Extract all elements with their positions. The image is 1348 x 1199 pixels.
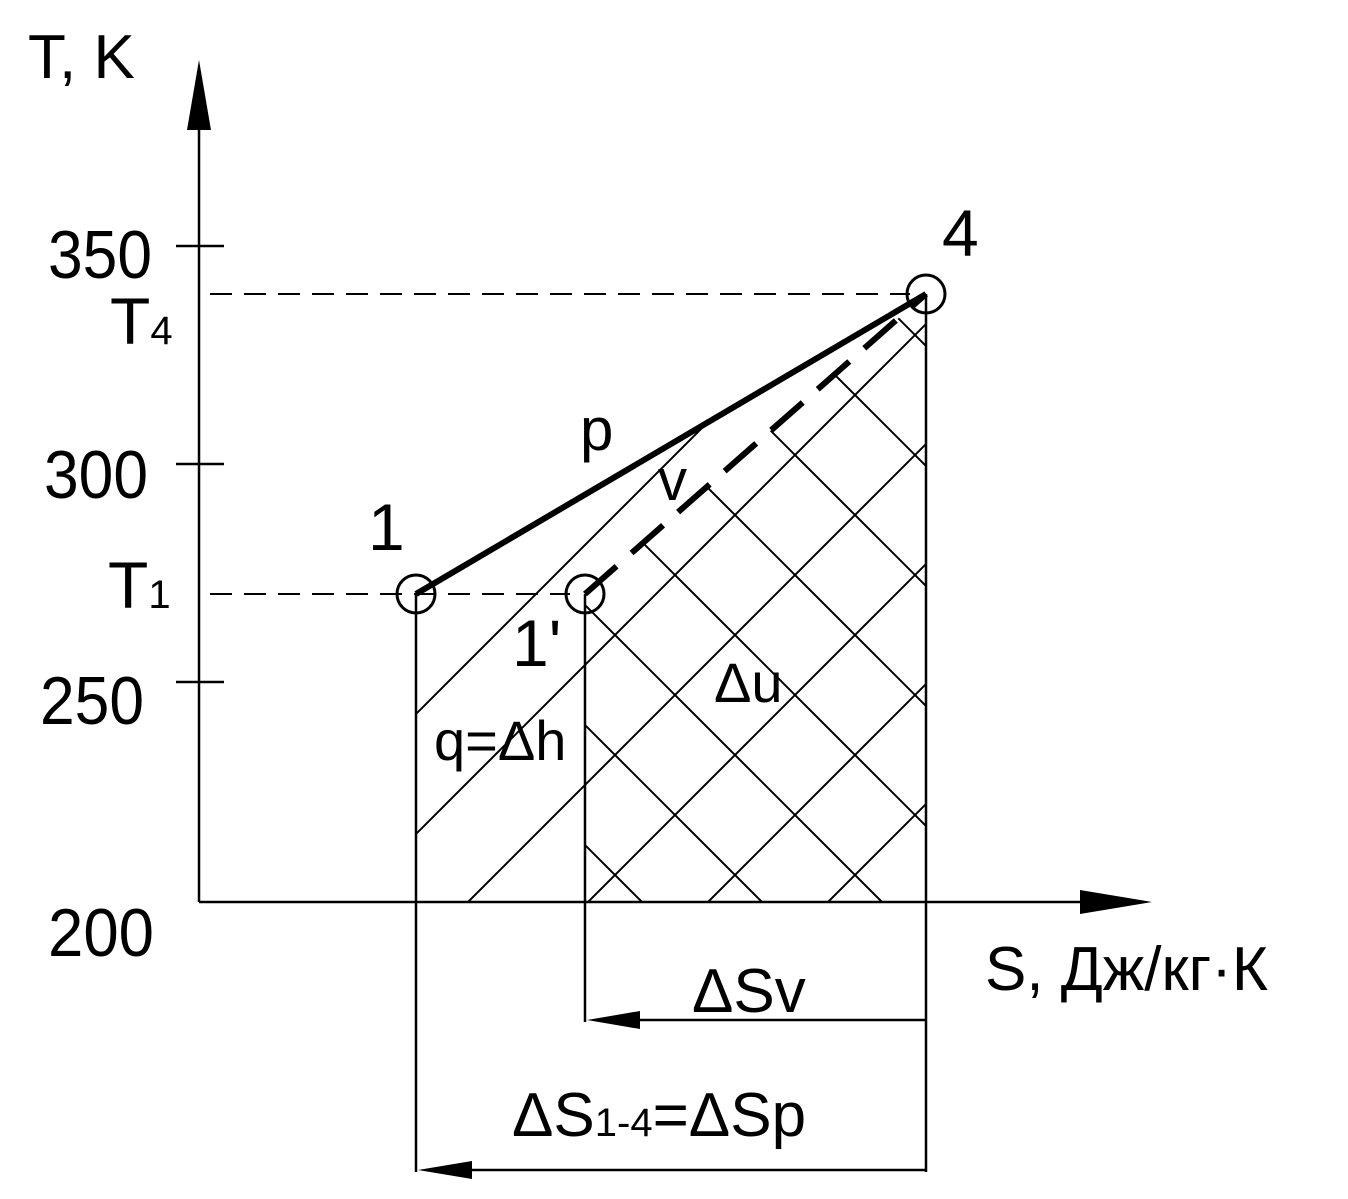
hatch-line	[585, 294, 926, 902]
isobar-label: p	[580, 396, 613, 463]
point-1prime-label: 1'	[512, 606, 561, 680]
hatch-internal-energy-area	[585, 294, 926, 902]
hatch-line	[416, 294, 926, 902]
isobar-process-line	[414, 291, 928, 597]
y-tick-label-200: 200	[48, 895, 154, 971]
dsv-arrowhead	[587, 1011, 640, 1029]
hatch-line	[489, 294, 926, 902]
hatch-line	[609, 294, 926, 902]
y-tick-label-300: 300	[44, 437, 148, 513]
isochore-label: v	[658, 448, 687, 513]
hatch-line	[849, 294, 926, 902]
ds14-arrowhead	[418, 1161, 472, 1179]
heat-area-label: q=Δh	[434, 709, 566, 772]
y-axis-arrow	[187, 60, 211, 130]
ds14-label: ΔS1-4=ΔSp	[512, 1081, 806, 1150]
hatch-line	[585, 294, 861, 902]
hatch-line	[585, 294, 741, 902]
hatch-line	[416, 294, 926, 902]
hatch-line	[585, 294, 926, 902]
y-tick-label-350: 350	[48, 217, 152, 293]
hatch-line	[416, 294, 926, 902]
hatch-line	[899, 294, 926, 902]
point-1-label: 1	[368, 490, 405, 564]
y-axis-label: T, K	[28, 23, 135, 92]
hatch-line	[585, 294, 621, 902]
t1-label: T1	[108, 548, 171, 622]
point-1prime-marker	[564, 573, 606, 615]
hatch-line	[729, 294, 926, 902]
hatch-heat-area	[416, 294, 926, 902]
t4-label: T4	[110, 284, 173, 358]
hatch-line	[585, 294, 926, 902]
internal-energy-area-label: Δu	[714, 651, 783, 714]
point-4-label: 4	[942, 196, 979, 270]
y-tick-label-250: 250	[40, 663, 144, 739]
dsv-label: ΔSv	[692, 957, 806, 1026]
x-axis-label: S, Дж/кг·К	[985, 935, 1268, 1004]
point-1-marker	[395, 573, 437, 615]
x-axis-arrow	[1080, 890, 1152, 914]
hatch-line	[779, 294, 926, 902]
hatch-line	[585, 294, 926, 902]
isochore-process-line	[583, 291, 928, 597]
hatch-line	[659, 294, 926, 902]
point-4-marker	[905, 273, 947, 315]
